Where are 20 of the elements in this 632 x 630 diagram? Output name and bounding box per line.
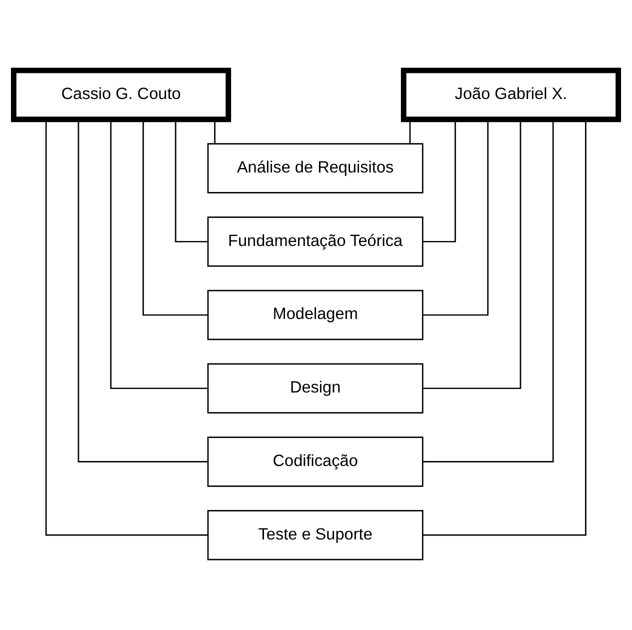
node-box: Codificação xyxy=(207,436,424,487)
connector xyxy=(422,119,522,390)
connector xyxy=(422,120,554,462)
node-box: Análise de Requisitos xyxy=(207,143,424,194)
connector xyxy=(45,120,208,536)
node-box: Design xyxy=(207,363,424,414)
connector xyxy=(423,120,489,316)
connector xyxy=(174,120,208,242)
node-box: Teste e Suporte xyxy=(207,510,424,560)
connector xyxy=(409,120,411,144)
connector xyxy=(214,120,216,144)
connector xyxy=(110,119,208,390)
connector xyxy=(422,120,456,242)
connector xyxy=(422,120,586,536)
connector xyxy=(78,120,208,462)
connector xyxy=(142,120,208,316)
node-box: João Gabriel X. xyxy=(400,68,622,122)
node-box: Modelagem xyxy=(207,290,424,340)
node-box: Fundamentação Teórica xyxy=(207,216,424,267)
node-box: Cassio G. Couto xyxy=(10,68,232,122)
